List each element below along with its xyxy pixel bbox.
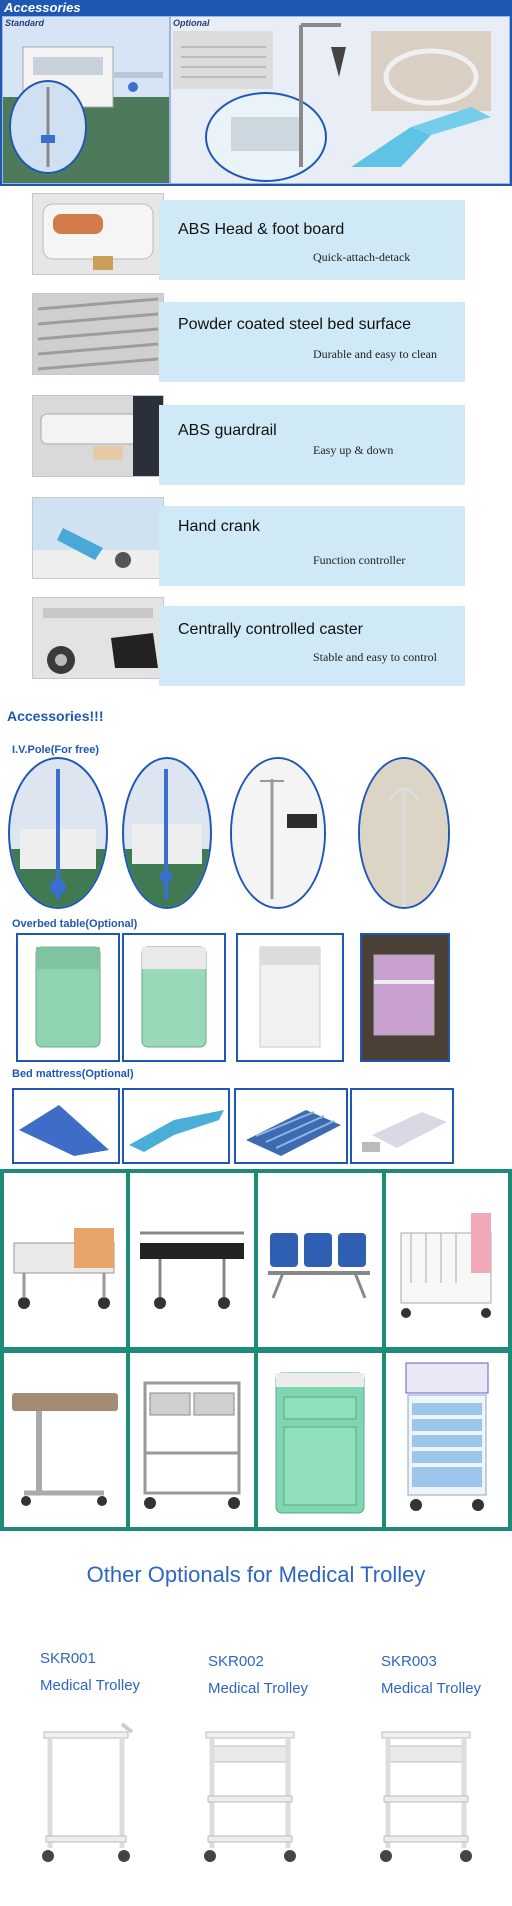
overbed-table-photo xyxy=(122,933,226,1062)
grid-cell-steel-trolley xyxy=(130,1353,254,1527)
overbed-table-photo xyxy=(360,933,450,1062)
feature-title: ABS guardrail xyxy=(178,422,277,439)
feature-subtitle: Easy up & down xyxy=(313,443,394,457)
product-name: Medical Trolley xyxy=(208,1680,309,1697)
overbed-table-heading: Overbed table(Optional) xyxy=(12,918,138,930)
iv-pole-photo xyxy=(358,757,450,909)
trolley-skr001-photo xyxy=(36,1718,136,1868)
product-code: SKR002 xyxy=(208,1653,264,1670)
trolley-skr002-photo xyxy=(196,1718,306,1868)
grid-cell-waiting-chairs xyxy=(258,1173,382,1347)
optional-label: Optional xyxy=(173,18,210,28)
other-optionals-title: Other Optionals for Medical Trolley xyxy=(86,1562,426,1587)
iv-pole-photo xyxy=(122,757,212,909)
feature-title: ABS Head & foot board xyxy=(178,221,345,238)
feature-title: Centrally controlled caster xyxy=(178,621,363,638)
mattress-photo xyxy=(234,1088,348,1164)
feature-box-caster: Centrally controlled caster Stable and e… xyxy=(159,606,465,686)
feature-subtitle: Function controller xyxy=(313,553,406,567)
grid-cell-bedside-cabinet xyxy=(258,1353,382,1527)
standard-panel: Standard xyxy=(2,16,170,184)
product-name: Medical Trolley xyxy=(381,1680,482,1697)
hand-crank-photo xyxy=(32,497,164,579)
feature-box-head-foot: ABS Head & foot board Quick-attach-detac… xyxy=(159,200,465,280)
mattress-photo xyxy=(350,1088,454,1164)
mattress-photo xyxy=(12,1088,120,1164)
trolley-skr003-photo xyxy=(372,1718,482,1868)
caster-photo xyxy=(32,597,164,679)
feature-box-guardrail: ABS guardrail Easy up & down xyxy=(159,405,465,485)
feature-subtitle: Quick-attach-detack xyxy=(313,250,411,264)
grid-cell-manual-bed xyxy=(4,1173,126,1347)
banner-title: Accessories xyxy=(4,0,81,15)
accessories-banner: Accessories Standard Optional xyxy=(0,0,512,186)
product-grid xyxy=(0,1169,512,1531)
overbed-table-photo xyxy=(236,933,344,1062)
optional-accessories-photo xyxy=(173,23,491,182)
feature-subtitle: Stable and easy to control xyxy=(313,650,437,664)
mattress-photo xyxy=(122,1088,230,1164)
feature-title: Powder coated steel bed surface xyxy=(178,316,412,333)
product-code: SKR001 xyxy=(40,1650,96,1667)
product-name: Medical Trolley xyxy=(40,1677,141,1694)
accessories-heading: Accessories!!! xyxy=(7,708,104,724)
standard-bed-photo xyxy=(3,46,169,183)
grid-cell-emergency-cart xyxy=(386,1353,508,1527)
grid-cell-child-bed xyxy=(386,1173,508,1347)
optional-panel: Optional xyxy=(170,16,510,184)
feature-subtitle: Durable and easy to clean xyxy=(313,347,437,361)
iv-pole-photo xyxy=(8,757,108,909)
grid-cell-stretcher xyxy=(130,1173,254,1347)
iv-pole-photo xyxy=(230,757,326,909)
feature-box-hand-crank: Hand crank Function controller xyxy=(159,506,465,586)
bed-mattress-heading: Bed mattress(Optional) xyxy=(12,1068,134,1080)
head-foot-board-photo xyxy=(32,193,164,275)
iv-pole-heading: I.V.Pole(For free) xyxy=(12,744,100,756)
feature-title: Hand crank xyxy=(178,518,260,535)
guardrail-photo xyxy=(32,395,164,477)
product-code: SKR003 xyxy=(381,1653,437,1670)
standard-label: Standard xyxy=(5,18,45,28)
grid-cell-overbed-table xyxy=(4,1353,126,1527)
feature-box-bed-surface: Powder coated steel bed surface Durable … xyxy=(159,302,465,382)
steel-bed-surface-photo xyxy=(32,293,164,375)
overbed-table-photo xyxy=(16,933,120,1062)
